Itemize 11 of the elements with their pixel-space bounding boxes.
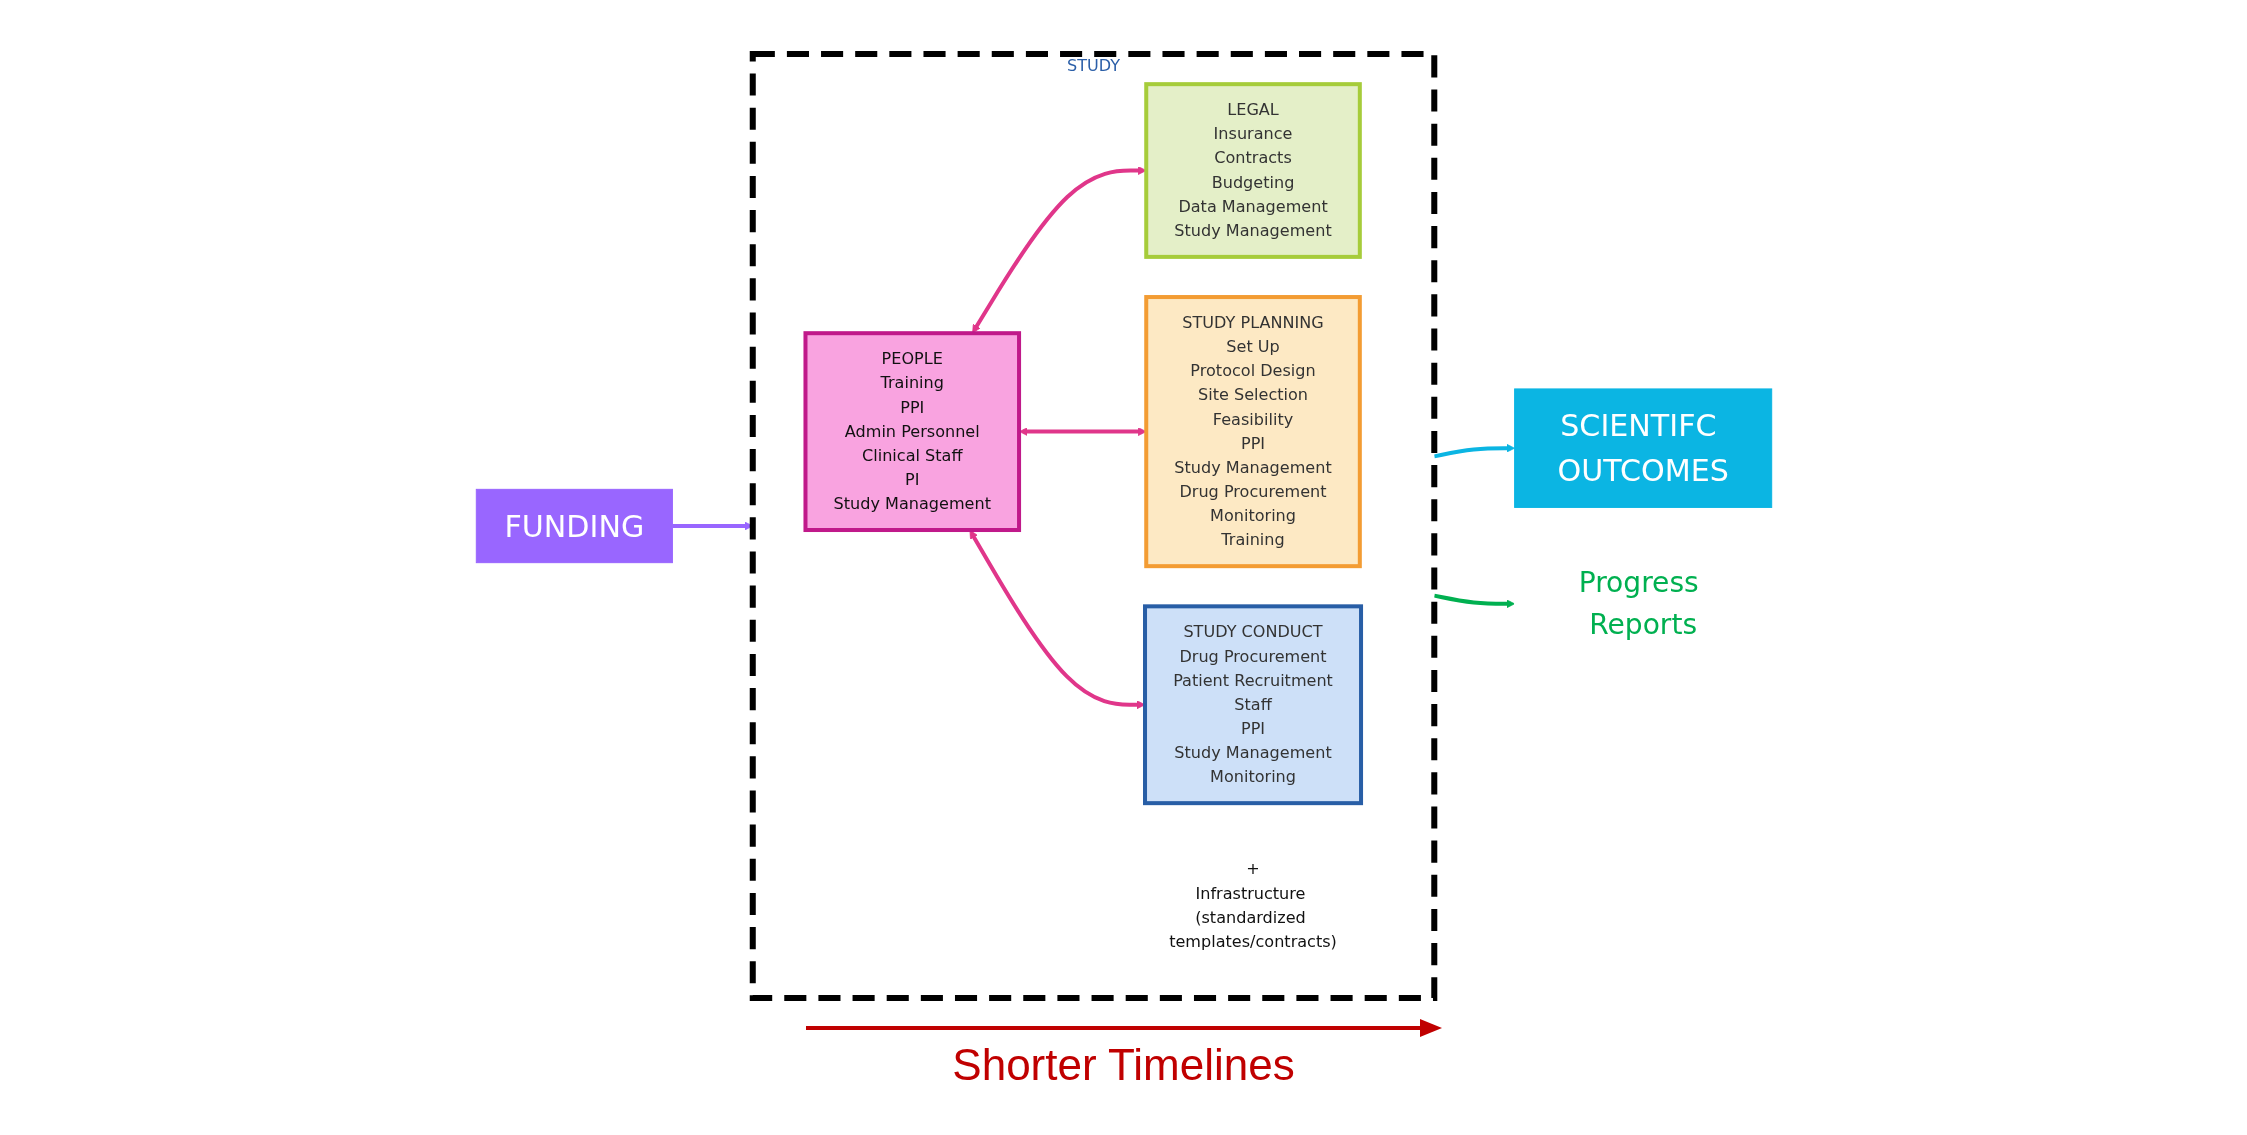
node-box: SCIENTIFC OUTCOMES [1513,387,1772,508]
node-box: LEGAL Insurance Contracts Budgeting Data Management Study Management [1143,81,1362,259]
node-box: PEOPLE Training PPI Admin Personnel Clinical Staff PI Study Management [802,330,1021,532]
node-box: STUDY CONDUCT Drug Procurement Patient Recruitment Staff PPI Study Management Monitoring [1142,603,1363,805]
arrow [1433,443,1515,458]
arrow [1433,593,1515,608]
node-box: FUNDING [475,488,673,563]
node-text: Progress Reports [1578,565,1699,641]
node-text: + Infrastructure (standardized templates/contracts) [1168,858,1337,951]
node-box: STUDY PLANNING Set Up Protocol Design Site Selection Feasibility PPI Study Management Drug Procurement Monitoring Training [1143,294,1362,568]
timeline-label: Shorter Timelines [952,1039,1295,1090]
